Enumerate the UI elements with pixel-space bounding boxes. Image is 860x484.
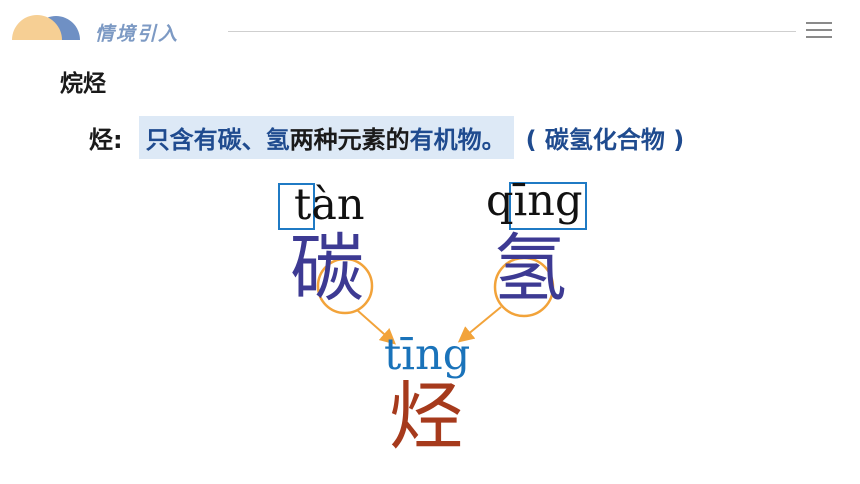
hydrogen-character: 氢 — [493, 226, 567, 312]
carbon-character: 碳 — [290, 226, 364, 312]
definition-term: 烃: — [89, 126, 123, 154]
definition-highlight: 只含有碳、氢两种元素的有机物。 — [138, 116, 514, 159]
half-sun-logo-icon — [12, 15, 80, 40]
section-title: 烷烃 — [60, 71, 106, 97]
hydrogen-pinyin: qīng — [486, 176, 583, 226]
definition-part-3: 两种元素的 — [289, 126, 410, 154]
result-pinyin: tīng — [384, 330, 471, 380]
definition-part-4: 有机物。 — [409, 126, 506, 154]
hamburger-menu-icon[interactable] — [806, 22, 832, 40]
result-character: 烃 — [389, 374, 463, 460]
definition-part-2: 碳、氢 — [217, 126, 290, 154]
header-divider — [228, 31, 796, 32]
carbon-pinyin: tàn — [294, 180, 365, 230]
definition-note: ( 碳氢化合物 ) — [525, 126, 685, 154]
definition: 烃: 只含有碳、氢两种元素的有机物。 ( 碳氢化合物 ) — [89, 116, 684, 159]
definition-part-1: 只含有 — [145, 126, 218, 154]
header-title: 情境引入 — [95, 23, 180, 45]
